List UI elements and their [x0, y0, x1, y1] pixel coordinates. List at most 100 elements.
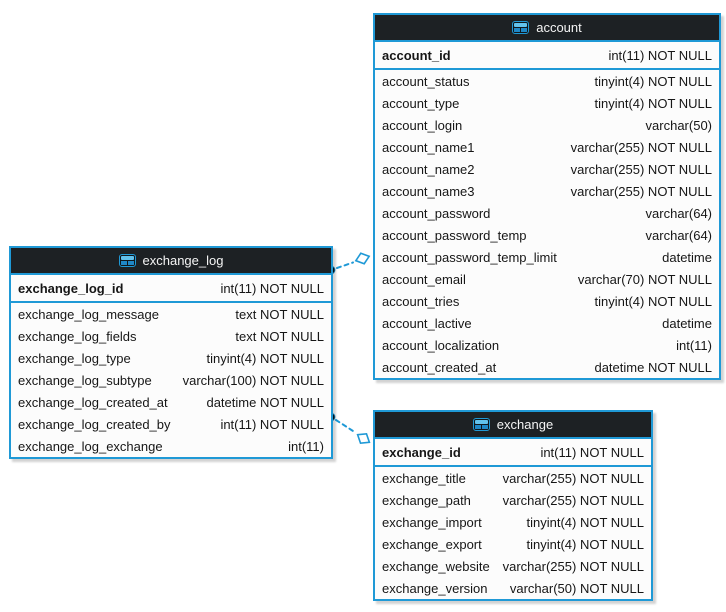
pk-column-type: int(11) NOT NULL [220, 280, 324, 296]
column-type: varchar(255) NOT NULL [570, 183, 712, 199]
column-row[interactable]: exchange_version varchar(50) NOT NULL [375, 577, 651, 599]
column-row[interactable]: exchange_log_fields text NOT NULL [11, 325, 331, 347]
column-type: tinyint(4) NOT NULL [526, 536, 644, 552]
column-row[interactable]: exchange_title varchar(255) NOT NULL [375, 467, 651, 489]
column-row[interactable]: account_tries tinyint(4) NOT NULL [375, 290, 719, 312]
column-name: account_tries [382, 293, 460, 309]
column-name: account_type [382, 95, 460, 111]
column-type: tinyint(4) NOT NULL [206, 350, 324, 366]
table-name: exchange [496, 417, 554, 432]
relationship-exchange_log-account[interactable] [326, 251, 371, 275]
table-icon [512, 21, 530, 34]
column-row[interactable]: exchange_website varchar(255) NOT NULL [375, 555, 651, 577]
column-name: account_status [382, 73, 470, 89]
column-row[interactable]: exchange_log_type tinyint(4) NOT NULL [11, 347, 331, 369]
column-type: varchar(64) [645, 227, 712, 243]
column-row[interactable]: account_type tinyint(4) NOT NULL [375, 92, 719, 114]
column-row[interactable]: account_status tinyint(4) NOT NULL [375, 70, 719, 92]
table-exchange_log[interactable]: exchange_log exchange_log_id int(11) NOT… [9, 246, 333, 459]
relationship-diamond-end [354, 252, 371, 265]
column-type: text NOT NULL [235, 306, 324, 322]
column-row[interactable]: account_name2 varchar(255) NOT NULL [375, 158, 719, 180]
column-name: exchange_title [382, 470, 466, 486]
column-row[interactable]: account_name3 varchar(255) NOT NULL [375, 180, 719, 202]
column-name: account_email [382, 271, 466, 287]
relationship-exchange_log-exchange[interactable] [326, 412, 372, 447]
column-row[interactable]: account_created_at datetime NOT NULL [375, 356, 719, 378]
column-type: int(11) [288, 438, 324, 454]
column-row[interactable]: account_login varchar(50) [375, 114, 719, 136]
column-type: datetime NOT NULL [206, 394, 324, 410]
column-row[interactable]: exchange_log_message text NOT NULL [11, 303, 331, 325]
column-name: account_login [382, 117, 463, 133]
column-type: varchar(100) NOT NULL [182, 372, 324, 388]
column-type: datetime [662, 315, 712, 331]
column-row[interactable]: account_localization int(11) [375, 334, 719, 356]
column-row[interactable]: account_lactive datetime [375, 312, 719, 334]
pk-column-row[interactable]: exchange_log_id int(11) NOT NULL [11, 275, 331, 303]
column-type: varchar(64) [645, 205, 712, 221]
column-type: datetime [662, 249, 712, 265]
column-type: varchar(255) NOT NULL [502, 558, 644, 574]
column-name: exchange_log_subtype [18, 372, 152, 388]
column-name: exchange_website [382, 558, 490, 574]
pk-column-row[interactable]: exchange_id int(11) NOT NULL [375, 439, 651, 467]
column-list: account_status tinyint(4) NOT NULL accou… [375, 70, 719, 378]
column-type: varchar(255) NOT NULL [570, 139, 712, 155]
table-account[interactable]: account account_id int(11) NOT NULL acco… [373, 13, 721, 380]
column-name: exchange_export [382, 536, 482, 552]
column-list: exchange_title varchar(255) NOT NULL exc… [375, 467, 651, 599]
column-name: exchange_log_exchange [18, 438, 163, 454]
column-name: exchange_log_fields [18, 328, 137, 344]
relationship-line [336, 261, 354, 269]
column-row[interactable]: exchange_log_subtype varchar(100) NOT NU… [11, 369, 331, 391]
column-type: varchar(70) NOT NULL [577, 271, 712, 287]
column-name: account_password [382, 205, 491, 221]
pk-column-name: exchange_id [382, 444, 461, 460]
column-name: account_localization [382, 337, 500, 353]
table-header[interactable]: exchange_log [11, 248, 331, 275]
pk-column-type: int(11) NOT NULL [608, 47, 712, 63]
column-type: text NOT NULL [235, 328, 324, 344]
column-type: tinyint(4) NOT NULL [594, 293, 712, 309]
table-header[interactable]: account [375, 15, 719, 42]
column-type: tinyint(4) NOT NULL [526, 514, 644, 530]
column-type: tinyint(4) NOT NULL [594, 95, 712, 111]
column-name: exchange_log_message [18, 306, 159, 322]
column-row[interactable]: exchange_log_created_by int(11) NOT NULL [11, 413, 331, 435]
pk-column-type: int(11) NOT NULL [540, 444, 644, 460]
column-row[interactable]: account_email varchar(70) NOT NULL [375, 268, 719, 290]
column-row[interactable]: exchange_log_exchange int(11) [11, 435, 331, 457]
column-name: account_lactive [382, 315, 472, 331]
column-name: exchange_version [382, 580, 488, 596]
column-name: exchange_log_created_by [18, 416, 171, 432]
table-name: exchange_log [142, 253, 224, 268]
column-row[interactable]: exchange_path varchar(255) NOT NULL [375, 489, 651, 511]
column-row[interactable]: exchange_import tinyint(4) NOT NULL [375, 511, 651, 533]
column-row[interactable]: account_password_temp_limit datetime [375, 246, 719, 268]
column-row[interactable]: exchange_export tinyint(4) NOT NULL [375, 533, 651, 555]
relationship-diamond-end [356, 433, 371, 444]
table-exchange[interactable]: exchange exchange_id int(11) NOT NULL ex… [373, 410, 653, 601]
column-type: varchar(255) NOT NULL [570, 161, 712, 177]
column-name: account_name3 [382, 183, 475, 199]
column-type: datetime NOT NULL [594, 359, 712, 375]
column-row[interactable]: account_password varchar(64) [375, 202, 719, 224]
column-name: exchange_log_created_at [18, 394, 168, 410]
table-icon [472, 418, 490, 431]
pk-column-row[interactable]: account_id int(11) NOT NULL [375, 42, 719, 70]
table-header[interactable]: exchange [375, 412, 651, 439]
column-name: account_name2 [382, 161, 475, 177]
relationship-line [335, 419, 354, 432]
column-name: account_created_at [382, 359, 497, 375]
column-row[interactable]: account_password_temp varchar(64) [375, 224, 719, 246]
pk-column-name: exchange_log_id [18, 280, 124, 296]
column-type: int(11) [676, 337, 712, 353]
column-list: exchange_log_message text NOT NULL excha… [11, 303, 331, 457]
column-name: account_name1 [382, 139, 475, 155]
column-name: exchange_log_type [18, 350, 131, 366]
column-row[interactable]: account_name1 varchar(255) NOT NULL [375, 136, 719, 158]
column-row[interactable]: exchange_log_created_at datetime NOT NUL… [11, 391, 331, 413]
